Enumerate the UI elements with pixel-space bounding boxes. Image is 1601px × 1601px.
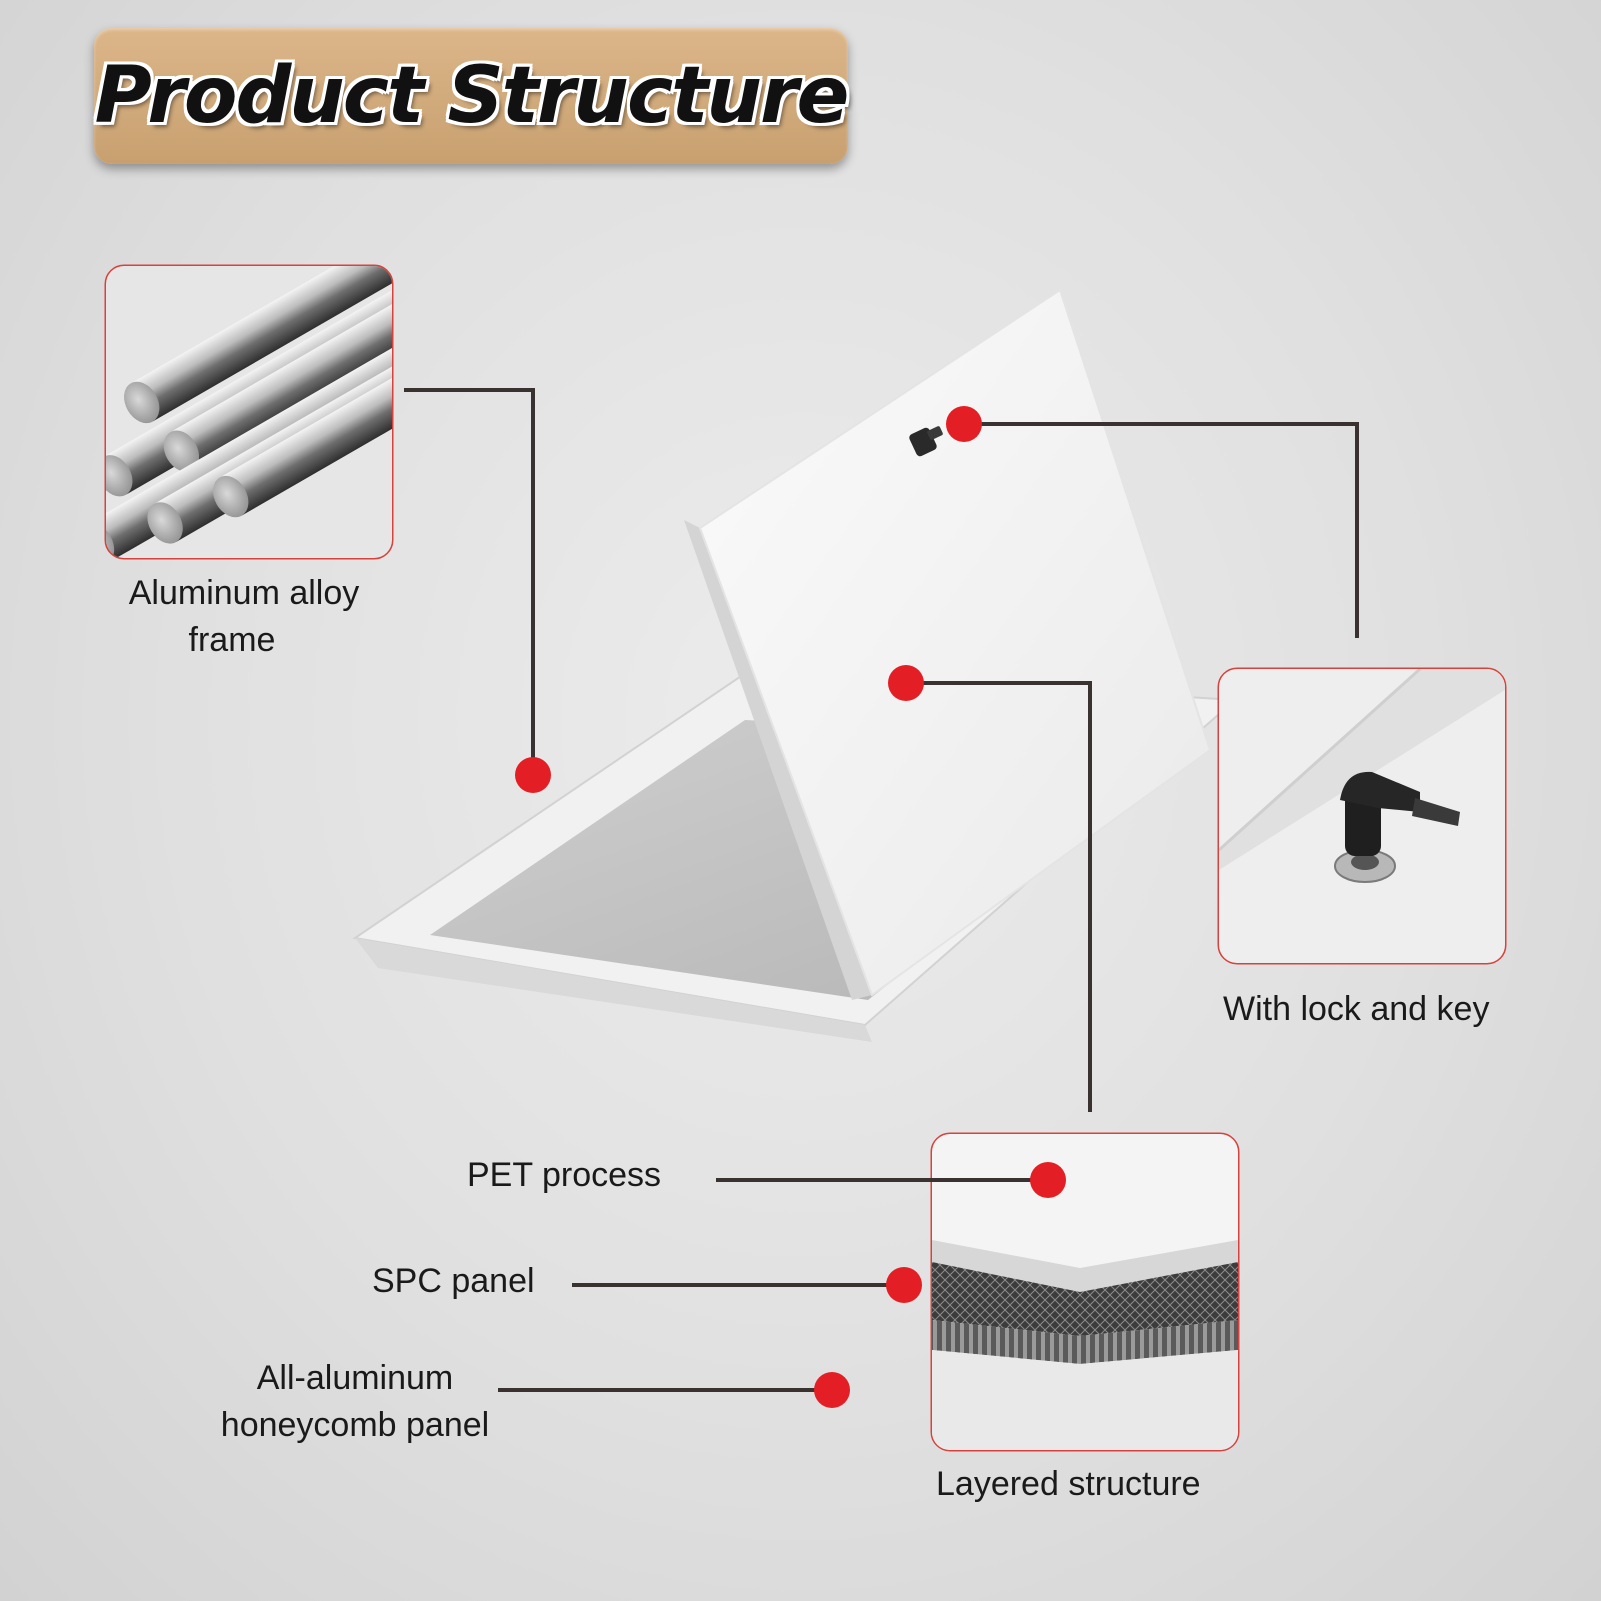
lock-inset: [1217, 667, 1507, 965]
hatch-lid: [698, 288, 1212, 997]
hatch-lid-edge: [684, 520, 872, 1000]
hatch-frame-edge: [355, 938, 872, 1042]
access-hatch-illustration: [352, 288, 1238, 1042]
marker-layered: [888, 665, 924, 701]
lid-lock-icon: [909, 426, 943, 457]
leader-lock: [964, 422, 1359, 638]
label-lock-key: With lock and key: [1223, 990, 1490, 1028]
label-aluminum-frame-line1: Aluminum alloy: [128, 574, 360, 612]
label-pet-process: PET process: [467, 1156, 662, 1194]
label-honeycomb-line1: All-aluminum: [256, 1359, 454, 1397]
title-banner: Product Structure: [94, 28, 850, 164]
marker-honeycomb: [814, 1372, 850, 1408]
cam-lock-icon: [1334, 771, 1460, 883]
leader-frame: [404, 388, 535, 775]
layered-panel-icon: [932, 1134, 1238, 1450]
marker-frame: [515, 757, 551, 793]
marker-spc: [886, 1267, 922, 1303]
marker-pet: [1030, 1162, 1066, 1198]
layered-inset: [930, 1132, 1240, 1452]
frame-inset: [104, 264, 394, 560]
marker-lock: [946, 406, 982, 442]
leader-layered: [906, 681, 1092, 1112]
label-honeycomb-panel: All-aluminum honeycomb panel: [200, 1355, 510, 1449]
label-aluminum-frame-line2: frame: [188, 621, 276, 659]
label-layered-structure: Layered structure: [936, 1465, 1201, 1503]
label-honeycomb-line2: honeycomb panel: [220, 1406, 490, 1444]
label-spc-panel: SPC panel: [372, 1262, 535, 1300]
aluminum-rods-icon: [106, 266, 392, 558]
page-title: Product Structure: [94, 51, 850, 141]
label-aluminum-frame: Aluminum alloy frame: [96, 570, 392, 664]
